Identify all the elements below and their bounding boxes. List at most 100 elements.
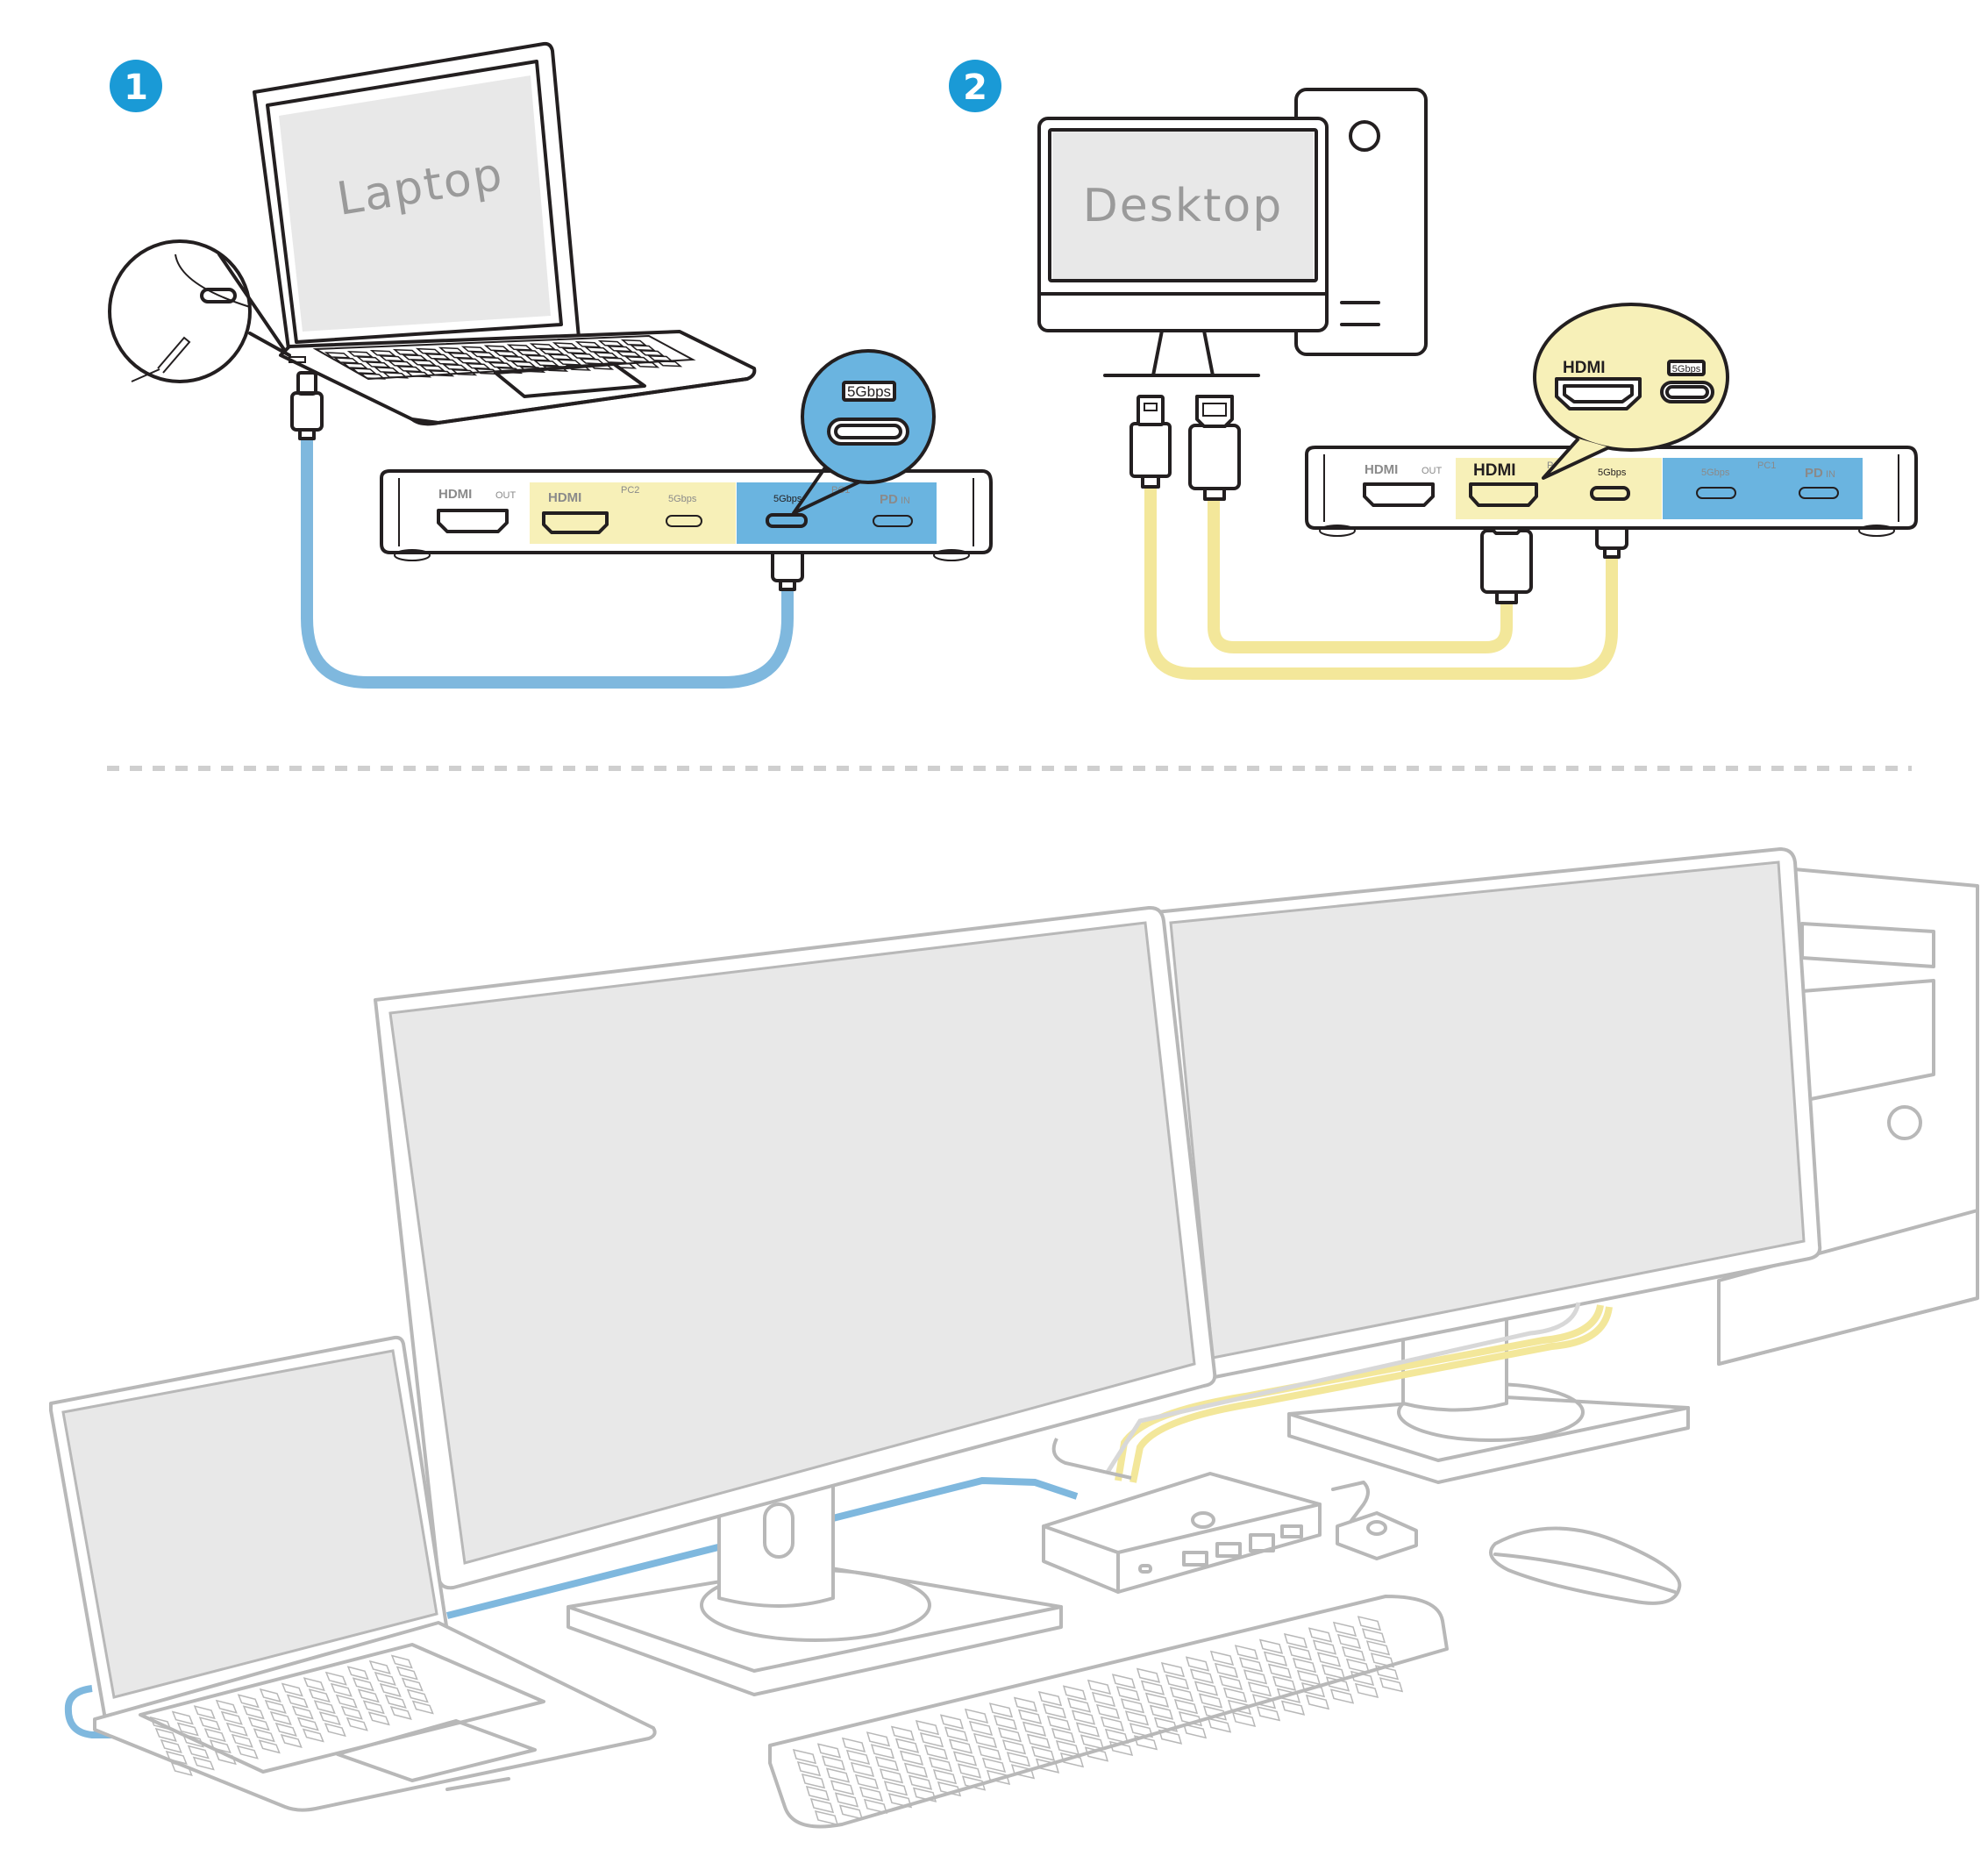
key	[1214, 1662, 1239, 1679]
key	[1341, 1645, 1366, 1662]
key	[1379, 1677, 1404, 1693]
key	[506, 344, 534, 351]
key	[1189, 1668, 1215, 1684]
key	[1287, 1645, 1313, 1661]
key	[438, 346, 466, 354]
key	[441, 363, 469, 371]
key	[364, 361, 392, 368]
key	[469, 351, 497, 359]
key	[341, 362, 369, 369]
key	[374, 1671, 396, 1686]
key	[923, 1744, 949, 1760]
key	[850, 1761, 875, 1778]
key	[515, 349, 543, 356]
key	[957, 1763, 982, 1779]
key	[450, 368, 478, 376]
key	[378, 354, 406, 362]
key	[187, 1745, 210, 1760]
key	[816, 1743, 842, 1759]
key	[1258, 1638, 1284, 1654]
key	[269, 1710, 292, 1725]
key	[410, 359, 438, 367]
key	[1251, 1694, 1277, 1710]
laptop-keyboard	[324, 339, 683, 380]
key	[1108, 1740, 1134, 1757]
key	[1283, 1632, 1308, 1649]
key	[1178, 1710, 1203, 1727]
key	[1227, 1699, 1252, 1716]
key	[1308, 1627, 1333, 1643]
key	[384, 1694, 407, 1709]
key	[1022, 1721, 1047, 1737]
step-2-number: 2	[963, 68, 987, 108]
key	[601, 357, 629, 364]
pc1-pd-sub: IN	[1826, 469, 1835, 480]
key	[1238, 1657, 1264, 1673]
key	[335, 1694, 358, 1709]
key	[615, 350, 643, 358]
key	[1300, 1681, 1326, 1698]
key	[814, 1809, 839, 1826]
key	[1062, 1685, 1087, 1701]
step-1-number: 1	[124, 68, 148, 108]
key	[1209, 1650, 1235, 1667]
cables-step2	[1129, 395, 1628, 680]
key	[1071, 1710, 1096, 1725]
key	[1095, 1703, 1121, 1720]
pc2-usb-label: 5Gbps	[1598, 468, 1627, 478]
hdmi-out-sub: OUT	[495, 490, 517, 501]
key	[176, 1722, 199, 1737]
key	[1198, 1693, 1223, 1709]
key	[160, 1738, 182, 1753]
key	[646, 354, 674, 362]
pc2-hdmi-label: HDMI	[1473, 461, 1516, 480]
key	[237, 1694, 260, 1709]
key	[863, 1798, 888, 1815]
key	[332, 357, 360, 364]
usb-c-port-icon	[200, 288, 237, 303]
key	[529, 343, 557, 350]
key	[404, 370, 432, 378]
key	[1280, 1700, 1306, 1716]
hdmi-out-label: HDMI	[438, 487, 472, 502]
zoom-bubble-step1: 5Gbps	[792, 349, 936, 515]
key	[1111, 1674, 1137, 1689]
usb-c-port-icon	[766, 513, 808, 528]
key	[247, 1717, 270, 1731]
bubble-5gbps-badge: 5Gbps	[1672, 364, 1701, 375]
key	[1345, 1658, 1371, 1674]
key	[1207, 1717, 1232, 1733]
key	[1267, 1663, 1293, 1679]
key	[1202, 1705, 1228, 1721]
key	[792, 1748, 817, 1765]
key	[1370, 1652, 1395, 1668]
key	[432, 358, 460, 366]
key	[253, 1728, 275, 1743]
key	[352, 1677, 374, 1692]
key	[1124, 1710, 1150, 1726]
key	[592, 352, 620, 359]
key	[809, 1797, 835, 1814]
key	[381, 372, 410, 379]
key	[1087, 1679, 1112, 1695]
key	[1305, 1694, 1330, 1710]
pc1-usb-label: 5Gbps	[1701, 468, 1730, 478]
key	[362, 1700, 385, 1715]
key	[883, 1781, 908, 1796]
key	[170, 1761, 193, 1776]
key	[509, 360, 538, 368]
kvm-switch-step1: HDMI OUT PC2 HDMI 5Gbps PC1 5Gbps PD IN	[380, 469, 993, 561]
key	[192, 1756, 215, 1771]
hdmi-out-sub: OUT	[1422, 466, 1443, 476]
key	[1296, 1669, 1322, 1686]
key	[993, 1715, 1018, 1731]
key	[182, 1733, 204, 1748]
key	[1350, 1670, 1375, 1687]
key	[1136, 1667, 1161, 1683]
hdmi-port-icon	[1555, 377, 1642, 410]
key	[1140, 1680, 1165, 1695]
key	[912, 1787, 937, 1802]
key	[977, 1745, 1002, 1761]
key	[606, 345, 634, 353]
key	[560, 347, 588, 354]
